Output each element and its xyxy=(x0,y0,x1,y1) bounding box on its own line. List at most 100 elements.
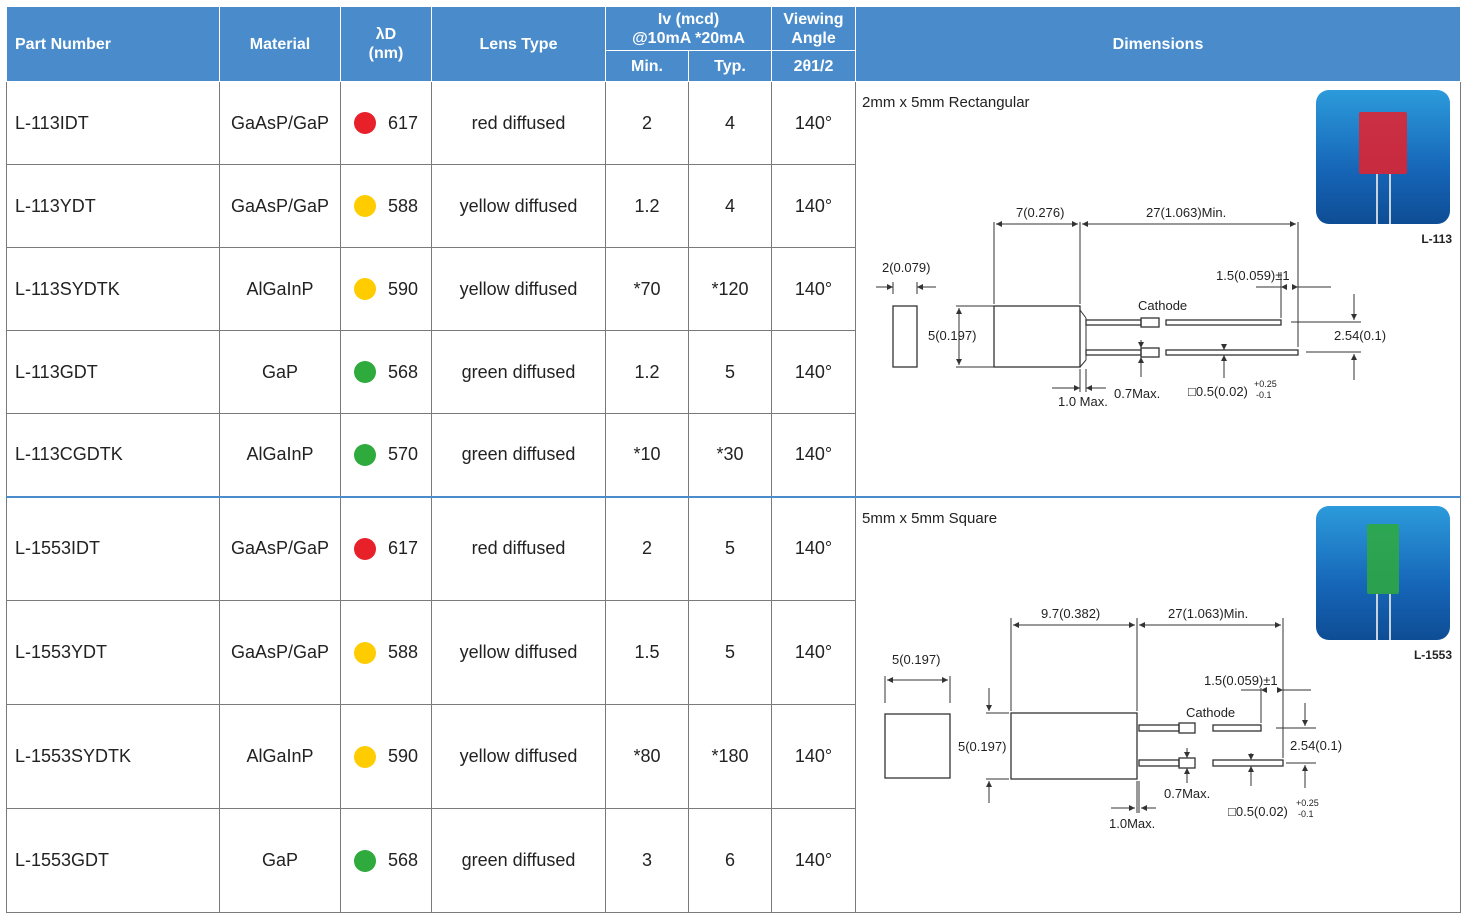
iv-typ-cell: *120 xyxy=(688,247,772,331)
arrow-head xyxy=(887,676,893,683)
lead-position-label: 1.5(0.059)±1 xyxy=(1204,673,1278,688)
lead-bottom xyxy=(1085,349,1142,356)
arrow-head xyxy=(1184,767,1190,774)
led-lead-icon xyxy=(1389,593,1391,640)
material-cell: GaAsP/GaP xyxy=(219,495,341,601)
cathode-label: Cathode xyxy=(1138,298,1187,313)
dimension-drawing: 2(0.079)5(0.197)Cathode7(0.276)27(1.063)… xyxy=(876,205,1386,409)
header-viewing-line2: Angle xyxy=(791,29,836,47)
viewing-angle-cell: 140° xyxy=(771,330,856,414)
part-number-cell: L-113CGDTK xyxy=(6,413,220,497)
wavelength-cell: 590 xyxy=(340,247,432,331)
lead-top-end xyxy=(1165,319,1282,326)
arrow-head xyxy=(1138,342,1144,348)
part-number-cell: L-113SYDTK xyxy=(6,247,220,331)
wavelength-cell: 588 xyxy=(340,600,432,705)
arrow-head xyxy=(1138,357,1144,363)
arrow-head xyxy=(887,284,893,290)
iv-min-cell: 1.5 xyxy=(605,600,689,705)
lens-type-cell: green diffused xyxy=(431,413,606,497)
color-dot-icon xyxy=(353,849,376,872)
arrow-head xyxy=(996,221,1002,227)
package-title: 2mm x 5mm Rectangular xyxy=(862,94,1030,111)
arrow-head xyxy=(1086,385,1092,391)
color-dot-icon xyxy=(353,641,376,664)
wavelength-value: 617 xyxy=(387,538,419,559)
lead-bottom-end xyxy=(1212,758,1284,767)
arrow-head xyxy=(1275,621,1281,628)
dimension-drawing: 5(0.197)5(0.197)Cathode9.7(0.382)27(1.06… xyxy=(884,606,1342,831)
color-dot-icon xyxy=(353,361,376,383)
header-min: Min. xyxy=(605,50,689,82)
pitch-label: 2.54(0.1) xyxy=(1290,738,1342,753)
header-iv: Iv (mcd) @10mA *20mA xyxy=(605,6,772,51)
pitch-label: 2.54(0.1) xyxy=(1334,328,1386,343)
front-view-outline xyxy=(884,712,951,779)
iv-min-cell: *10 xyxy=(605,413,689,497)
arrow-head xyxy=(1221,344,1227,350)
lead-length-label: 27(1.063)Min. xyxy=(1168,606,1248,621)
header-iv-line2: @10mA *20mA xyxy=(632,29,745,47)
wavelength-wrap: 617 xyxy=(341,112,431,134)
header-iv-line1: Iv (mcd) xyxy=(657,10,720,28)
iv-typ-cell: *180 xyxy=(688,704,772,809)
wavelength-value: 590 xyxy=(387,746,419,766)
part-number-cell: L-1553GDT xyxy=(6,808,220,913)
material-cell: GaAsP/GaP xyxy=(219,164,341,248)
led-photo-label: L-113 xyxy=(1421,232,1452,246)
wavelength-cell: 617 xyxy=(340,81,432,165)
viewing-angle-cell: 140° xyxy=(771,600,856,705)
header-part-number: Part Number xyxy=(6,6,220,82)
wavelength-cell: 617 xyxy=(340,495,432,601)
arrow-head xyxy=(1129,804,1135,811)
wavelength-wrap: 588 xyxy=(341,195,431,217)
led-body-icon xyxy=(1359,112,1407,174)
body-length-label: 9.7(0.382) xyxy=(1041,606,1100,621)
iv-typ-cell: 4 xyxy=(688,81,772,165)
iv-min-cell: 2 xyxy=(605,495,689,601)
flange-label: 1.0 Max. xyxy=(1058,394,1108,409)
cathode-kink-top xyxy=(1140,317,1160,328)
color-dot-icon xyxy=(353,745,376,768)
wavelength-value: 588 xyxy=(387,642,419,662)
viewing-angle-cell: 140° xyxy=(771,413,856,497)
arrow-head xyxy=(1082,221,1088,227)
header-viewing-sub: 2θ1/2 xyxy=(771,50,856,82)
arrow-head xyxy=(942,676,948,683)
dimension-line xyxy=(1079,309,1087,319)
iv-min-cell: 3 xyxy=(605,808,689,913)
arrow-head xyxy=(1129,621,1135,628)
header-viewing-line1: Viewing xyxy=(783,10,844,28)
led-photo-label: L-1553 xyxy=(1413,647,1452,662)
wavelength-value: 568 xyxy=(387,850,419,870)
iv-typ-cell: 5 xyxy=(688,600,772,705)
wavelength-cell: 568 xyxy=(340,808,432,913)
viewing-angle-cell: 140° xyxy=(771,704,856,809)
part-number-cell: L-1553IDT xyxy=(6,495,220,601)
arrow-head xyxy=(1302,719,1308,726)
color-dot-icon xyxy=(353,112,376,134)
lead-top xyxy=(1085,319,1142,326)
body-length-label: 7(0.276) xyxy=(1016,205,1064,220)
arrow-head xyxy=(1139,621,1145,628)
arrow-head xyxy=(1351,354,1357,360)
side-view-body xyxy=(993,305,1081,368)
kink-bottom xyxy=(1140,347,1160,358)
iv-typ-cell: 6 xyxy=(688,808,772,913)
wavelength-wrap: 588 xyxy=(341,641,431,664)
wavelength-cell: 570 xyxy=(340,413,432,497)
lead-bottom xyxy=(1138,758,1180,767)
color-dot-icon xyxy=(353,443,376,466)
header-lens-type: Lens Type xyxy=(431,6,606,82)
iv-min-cell: 1.2 xyxy=(605,330,689,414)
arrow-head xyxy=(986,780,992,787)
lead-square-label: □0.5(0.02) xyxy=(1228,804,1288,819)
header-lambda-unit: (nm) xyxy=(368,45,404,62)
cathode-label: Cathode xyxy=(1186,705,1235,720)
tolerance-minus-label: -0.1 xyxy=(1256,390,1272,400)
